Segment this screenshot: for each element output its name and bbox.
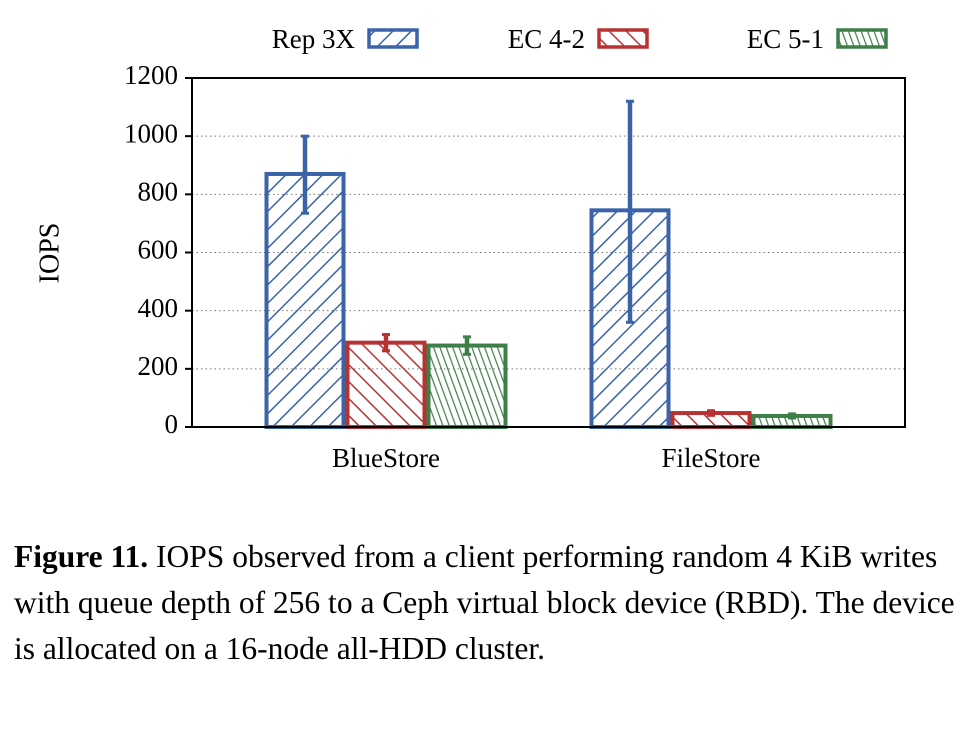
figure-caption: Figure 11. IOPS observed from a client p… <box>14 534 970 672</box>
legend-label: EC 5-1 <box>747 24 824 54</box>
legend: Rep 3X EC 4-2 EC 5-1 <box>272 24 888 54</box>
y-tick-label: 0 <box>165 409 179 439</box>
legend-swatch <box>367 28 419 49</box>
legend-label: EC 4-2 <box>508 24 585 54</box>
bar <box>264 171 346 429</box>
caption-text: IOPS observed from a client performing r… <box>14 539 955 666</box>
gridlines <box>192 135 905 370</box>
y-tick-label: 200 <box>138 351 179 381</box>
y-tick-label: 600 <box>138 235 179 265</box>
iops-bar-chart: 0 200 400 600 800 1000 1200 BlueStore FileStore… <box>34 24 906 473</box>
error-bars <box>301 99 796 420</box>
figure-label: Figure 11. <box>14 539 149 574</box>
bar <box>426 343 508 430</box>
y-tick-label: 1200 <box>124 60 178 90</box>
x-tick-label: BlueStore <box>332 443 440 473</box>
legend-swatch <box>836 28 888 49</box>
y-tick-label: 1000 <box>124 118 178 148</box>
x-tick-label: FileStore <box>662 443 761 473</box>
x-axis-ticks: BlueStore FileStore <box>332 443 761 473</box>
y-tick-label: 400 <box>138 293 179 323</box>
legend-swatch <box>597 28 649 49</box>
bar <box>345 340 427 429</box>
y-axis-ticks: 0 200 400 600 800 1000 1200 <box>124 60 192 439</box>
legend-label: Rep 3X <box>272 24 356 54</box>
bars <box>264 171 833 430</box>
y-tick-label: 800 <box>138 177 179 207</box>
y-axis-title: IOPS <box>34 223 65 284</box>
